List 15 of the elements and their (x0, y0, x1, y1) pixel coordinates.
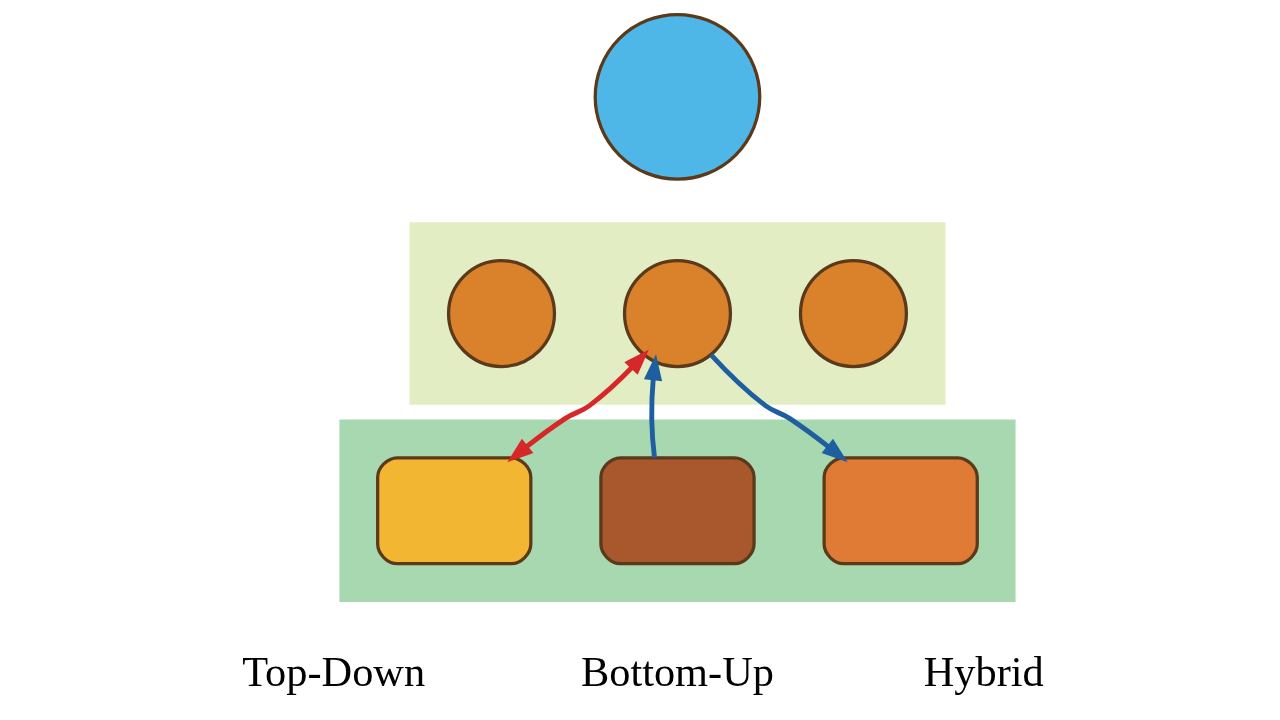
arrow (507, 349, 649, 463)
node-box (376, 456, 533, 566)
node-circle (446, 259, 557, 369)
node-box (822, 456, 979, 566)
cluster (337, 417, 1018, 604)
node-circle (593, 12, 762, 181)
label: Hybrid (923, 647, 1044, 695)
label: Top-Down (242, 647, 426, 695)
node-box (599, 456, 756, 566)
cluster (407, 220, 948, 407)
label: Bottom-Up (580, 647, 774, 695)
arrow (709, 353, 848, 463)
node-circle (798, 259, 909, 369)
arrow (643, 354, 663, 458)
node-circle (622, 259, 733, 369)
